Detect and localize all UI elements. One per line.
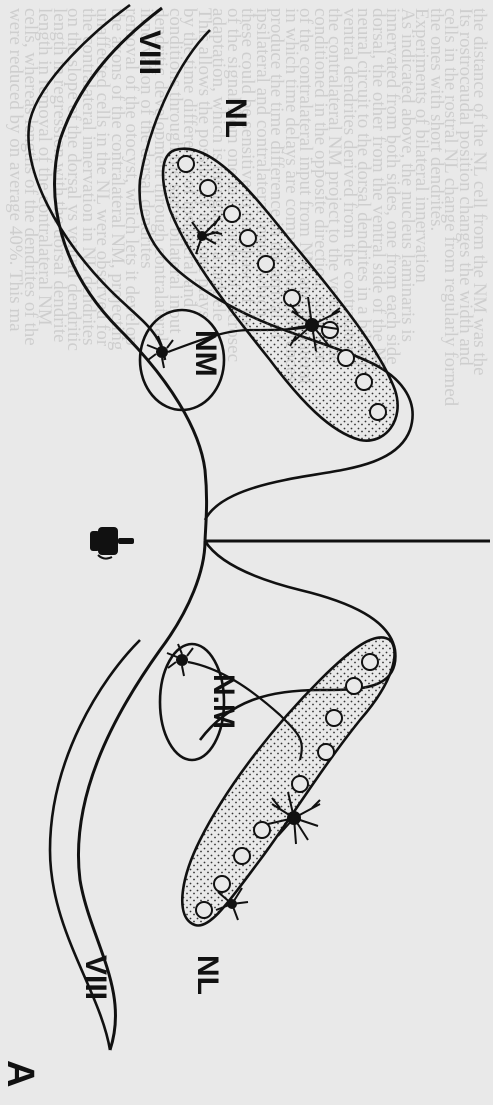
label-nm-upper: NM (189, 330, 222, 377)
nl-upper-body (163, 149, 398, 441)
panel-letter: A (0, 1060, 41, 1087)
label-viii-lower: VIII (79, 955, 112, 1000)
label-viii-upper: VIII (133, 30, 166, 75)
label-nm-lower: N.M (207, 674, 240, 729)
pointing-hand-icon (90, 527, 134, 559)
label-nl-upper: NL (219, 98, 252, 138)
label-nl-lower: NL (191, 955, 224, 995)
